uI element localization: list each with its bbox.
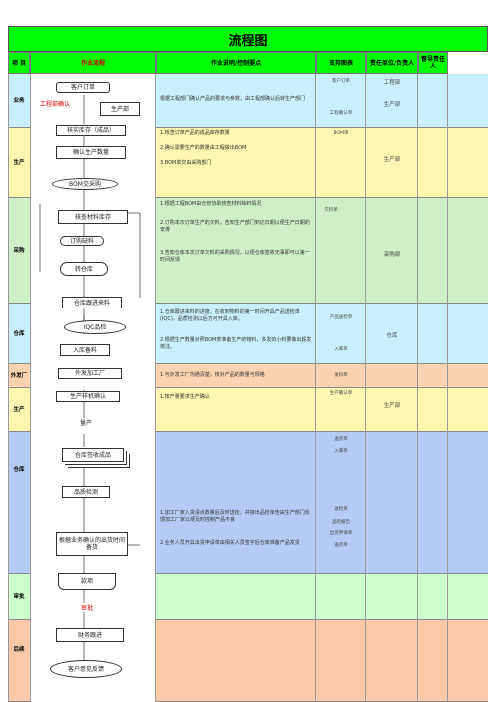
doc-warehouse2-2: 入库单 <box>334 449 348 454</box>
flow-ship-per-order: 根据业务确认的出货时间备货 <box>56 532 128 556</box>
desc-production-3: 3.BOM单交由采购部门 <box>160 160 212 166</box>
doc-purchasing: 欠料单 <box>324 208 338 213</box>
doc-warehouse-1: 产品送检单 <box>329 315 353 320</box>
flow-engineering-confirm: 工程部确认 <box>39 100 70 108</box>
flow-production-dept: 生产部 <box>100 102 140 116</box>
resp-purchasing: 采购部 <box>383 252 401 258</box>
resp-business-1: 工程部 <box>383 80 401 86</box>
row-outsourcing: 外发厂 <box>10 373 28 379</box>
flow-warehouse-receive: 仓库跟进来料 <box>62 297 122 308</box>
desc-outsourcing: 1.与外发工厂沟通清楚，核对产品的数量与规格 <box>160 372 265 378</box>
header-docs: 支持图表 <box>316 52 366 74</box>
flow-to-warehouse: 转仓库 <box>60 262 108 276</box>
doc-aftersales-4: 送货单 <box>334 543 348 548</box>
flow-stock-in: 入库备料 <box>60 344 110 356</box>
desc-purchasing-3: 3.告知仓库本次订单欠料的采购情况，以便仓库签收无事即可以第一时间反馈 <box>160 250 310 263</box>
desc-aftersales-1: 1.加工厂家入货请点数量后及时送检，并接出品检单告由生产部门反馈加工厂家以便及时… <box>160 510 310 523</box>
flow-payment: 款项 <box>58 573 116 590</box>
flow-check-stock: 核实库存（成品） <box>56 125 126 136</box>
resp-business-2: 生产部 <box>383 102 401 108</box>
col-sep-desc <box>315 74 316 702</box>
flow-prod-confirm: 生产样机确认 <box>56 391 120 402</box>
row-warehouse: 仓库 <box>13 331 25 337</box>
doc-outsourcing: 发料单 <box>334 373 348 378</box>
row-warehouse2: 仓库 <box>13 467 25 473</box>
row-production2: 生产 <box>13 407 25 413</box>
resp-warehouse: 仓库 <box>386 333 398 339</box>
row-business: 业务 <box>13 98 25 104</box>
doc-aftersales-3: 出货申请单 <box>329 531 353 536</box>
flow-quality-check: 品质检测 <box>62 486 110 498</box>
doc-business-2: 工程确认单 <box>329 111 353 116</box>
doc-aftersales-1: 送检单 <box>334 507 348 512</box>
doc-production2: 生产确认单 <box>329 391 353 396</box>
flow-finance-follow: 财务跟进 <box>56 628 124 642</box>
desc-production-1: 1.核查订单产品的成品库存数量 <box>160 130 230 136</box>
doc-business-1: 客户订单 <box>332 79 350 84</box>
row-production: 生产 <box>13 160 25 166</box>
row-purchasing: 采购 <box>13 248 25 254</box>
desc-production-2: 2.确认需要生产的数量由工程做出BOM <box>160 145 247 151</box>
row-audit: 审批 <box>13 594 25 600</box>
doc-warehouse2-1: 送货单 <box>334 437 348 442</box>
row-aftersales: 后续 <box>13 647 25 653</box>
flow-order-shortage: 订购缺料 <box>60 236 104 246</box>
flow-bom-purchase: BOM交采购 <box>52 178 118 190</box>
flow-customer-feedback: 客户意见反馈 <box>50 660 122 678</box>
desc-purchasing-2: 2.订购本次订单生产的欠料，告知生产部门到达日期以便生产日期的安排 <box>160 220 310 233</box>
col-sep-resp <box>417 74 418 702</box>
doc-aftersales-2: 品检报告 <box>332 520 350 525</box>
desc-business: 根据工程部门确认产品的要求与参数，由工程部确认后转生产部门 <box>160 96 306 102</box>
doc-production: BOM单 <box>333 131 349 136</box>
flow-iqc: IQC品检 <box>64 320 126 334</box>
flow-outsource: 外发加工厂 <box>58 368 122 379</box>
flow-customer-order: 客户订单 <box>56 82 110 93</box>
desc-aftersales-2: 2.业务人员开具出货申请单由相关人员签字后仓库准备产品发货 <box>160 540 300 546</box>
doc-warehouse-2: 入库单 <box>334 347 348 352</box>
header-item: 项 目 <box>8 52 30 74</box>
desc-production2: 1.按产量要求生产确认 <box>160 394 210 400</box>
desc-warehouse-1: 1.仓库跟进来料的进度，在收到物料的第一时间开具产品送检单(IQC)，品质检测以… <box>160 309 300 322</box>
col-sep-lead <box>447 74 448 702</box>
header-lead: 督导责任人 <box>418 52 448 74</box>
flow-mass-production: 量产 <box>79 420 92 427</box>
resp-production2: 生产部 <box>383 403 401 409</box>
header-flow: 作业流程 <box>30 52 156 74</box>
header-desc: 作业说明/控制要点 <box>156 52 316 74</box>
flow-confirm-qty: 确认生产数量 <box>56 146 126 159</box>
col-sep-left <box>8 74 9 702</box>
desc-warehouse-2: 2.根据生产数量对照BOM表准备生产的物料，多发的小料要做出超发核注。 <box>160 337 312 350</box>
col-sep-docs <box>365 74 366 702</box>
desc-purchasing-1: 1.根据工程BOM由仓管协助核查材料缺料情况 <box>160 201 262 207</box>
flow-warehouse-finished: 仓库签收成品 <box>62 448 124 462</box>
flow-approve: 审批 <box>80 604 93 612</box>
resp-production: 生产部 <box>383 157 401 163</box>
page-title: 流程图 <box>8 26 488 52</box>
flow-check-material: 核查材料库存 <box>58 210 128 224</box>
header-resp: 责任单位/负责人 <box>366 52 418 74</box>
